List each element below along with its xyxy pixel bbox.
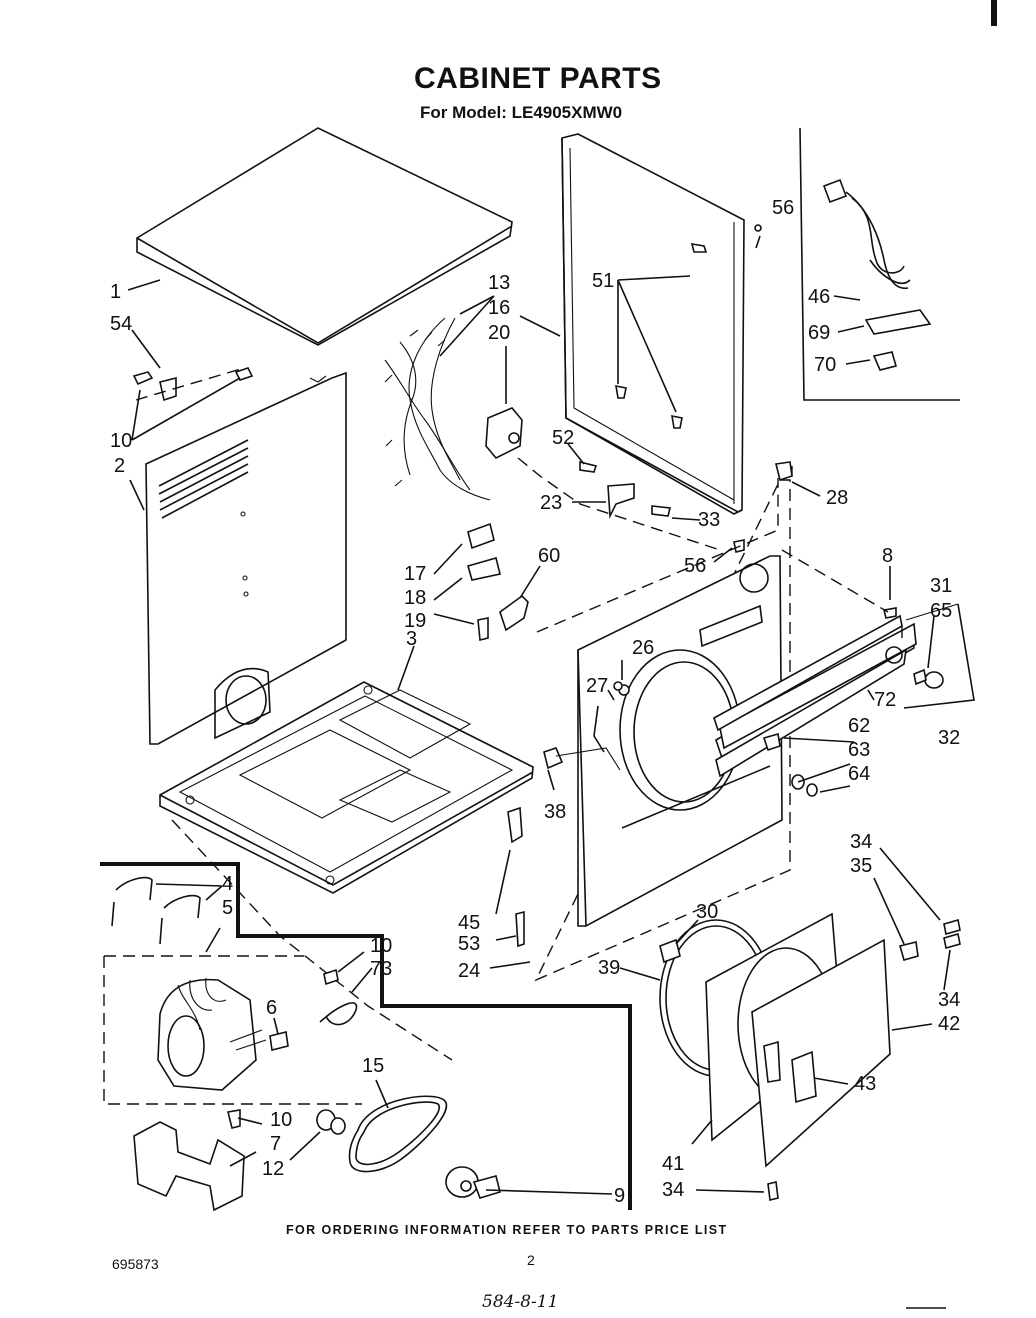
callout-15: 15 bbox=[362, 1055, 384, 1077]
callout-23: 23 bbox=[540, 492, 562, 514]
callout-26: 26 bbox=[632, 637, 654, 659]
part-door-assembly bbox=[659, 912, 961, 1201]
callout-16: 16 bbox=[488, 297, 510, 319]
callout-labels: 1 54 10 2 13 16 20 51 56 46 69 70 52 23 … bbox=[110, 197, 960, 1207]
part-side-panel bbox=[145, 371, 347, 745]
callout-10: 10 bbox=[370, 935, 392, 957]
callout-60: 60 bbox=[538, 545, 560, 567]
callout-34: 34 bbox=[662, 1179, 684, 1201]
callout-10: 10 bbox=[270, 1109, 292, 1131]
callout-7: 7 bbox=[270, 1133, 281, 1155]
callout-35: 35 bbox=[850, 855, 872, 877]
callout-13: 13 bbox=[488, 272, 510, 294]
part-knob-group bbox=[903, 603, 975, 709]
callout-31: 31 bbox=[930, 575, 952, 597]
page-title: CABINET PARTS bbox=[414, 62, 662, 95]
callout-69: 69 bbox=[808, 322, 830, 344]
callout-8: 8 bbox=[882, 545, 893, 567]
part-drive-belt bbox=[348, 1095, 448, 1173]
callout-42: 42 bbox=[938, 1013, 960, 1035]
part-screw-clamp bbox=[319, 968, 358, 1026]
callout-32: 32 bbox=[938, 727, 960, 749]
ordering-note: FOR ORDERING INFORMATION REFER TO PARTS … bbox=[286, 1223, 728, 1237]
callout-19: 19 bbox=[404, 610, 426, 632]
callout-1: 1 bbox=[110, 281, 121, 303]
part-motor-switch bbox=[269, 1031, 289, 1051]
part-motor-clips bbox=[111, 876, 201, 945]
part-idler-pulley bbox=[445, 1166, 501, 1199]
part-back-panel bbox=[561, 133, 745, 515]
callout-46: 46 bbox=[808, 286, 830, 308]
callout-41: 41 bbox=[662, 1153, 684, 1175]
part-wire-harness bbox=[384, 317, 491, 501]
callout-34: 34 bbox=[850, 831, 872, 853]
callout-65: 65 bbox=[930, 600, 952, 622]
guide-lines bbox=[135, 367, 903, 1061]
callout-2: 2 bbox=[114, 455, 125, 477]
callout-63: 63 bbox=[848, 739, 870, 761]
leader-lines bbox=[127, 235, 951, 1195]
callout-4: 4 bbox=[222, 873, 233, 895]
callout-70: 70 bbox=[814, 354, 836, 376]
callout-12: 12 bbox=[262, 1158, 284, 1180]
callout-64: 64 bbox=[848, 763, 870, 785]
model-line: For Model: LE4905XMW0 bbox=[420, 103, 623, 122]
callout-17: 17 bbox=[404, 563, 426, 585]
callout-28: 28 bbox=[826, 487, 848, 509]
part-pulley bbox=[316, 1109, 346, 1135]
callout-10: 10 bbox=[110, 430, 132, 452]
callout-18: 18 bbox=[404, 587, 426, 609]
callout-56: 56 bbox=[684, 555, 706, 577]
callout-33: 33 bbox=[698, 509, 720, 531]
part-door-switches bbox=[467, 522, 529, 642]
callout-9: 9 bbox=[614, 1185, 625, 1207]
callout-34: 34 bbox=[938, 989, 960, 1011]
part-top-panel bbox=[136, 127, 513, 346]
callout-56: 56 bbox=[772, 197, 794, 219]
callout-30: 30 bbox=[696, 901, 718, 923]
callout-24: 24 bbox=[458, 960, 480, 982]
callout-53: 53 bbox=[458, 933, 480, 955]
part-power-cord-group bbox=[799, 127, 960, 401]
part-front-panel bbox=[534, 478, 791, 982]
callout-73: 73 bbox=[370, 958, 392, 980]
callout-43: 43 bbox=[854, 1073, 876, 1095]
handwritten-note: 584-8-11 bbox=[482, 1292, 559, 1312]
doc-number: 695873 bbox=[112, 1256, 159, 1272]
callout-62: 62 bbox=[848, 715, 870, 737]
part-leveling-leg bbox=[507, 806, 525, 948]
part-door-strike bbox=[543, 747, 621, 771]
callout-5: 5 bbox=[222, 897, 233, 919]
callout-3: 3 bbox=[406, 628, 417, 650]
callout-20: 20 bbox=[488, 322, 510, 344]
callout-54: 54 bbox=[110, 313, 132, 335]
part-timer-switch bbox=[485, 407, 523, 459]
callout-6: 6 bbox=[266, 997, 277, 1019]
callout-38: 38 bbox=[544, 801, 566, 823]
part-base bbox=[159, 681, 534, 894]
part-console-panel bbox=[713, 614, 917, 778]
part-motor-mount bbox=[133, 1109, 245, 1212]
callout-51: 51 bbox=[592, 270, 614, 292]
callout-27: 27 bbox=[586, 675, 608, 697]
part-motor bbox=[103, 955, 362, 1105]
motor-section-border bbox=[100, 862, 632, 1210]
callout-45: 45 bbox=[458, 912, 480, 934]
callout-39: 39 bbox=[598, 957, 620, 979]
callout-52: 52 bbox=[552, 427, 574, 449]
page-number: 2 bbox=[527, 1252, 535, 1268]
callout-72: 72 bbox=[874, 689, 896, 711]
